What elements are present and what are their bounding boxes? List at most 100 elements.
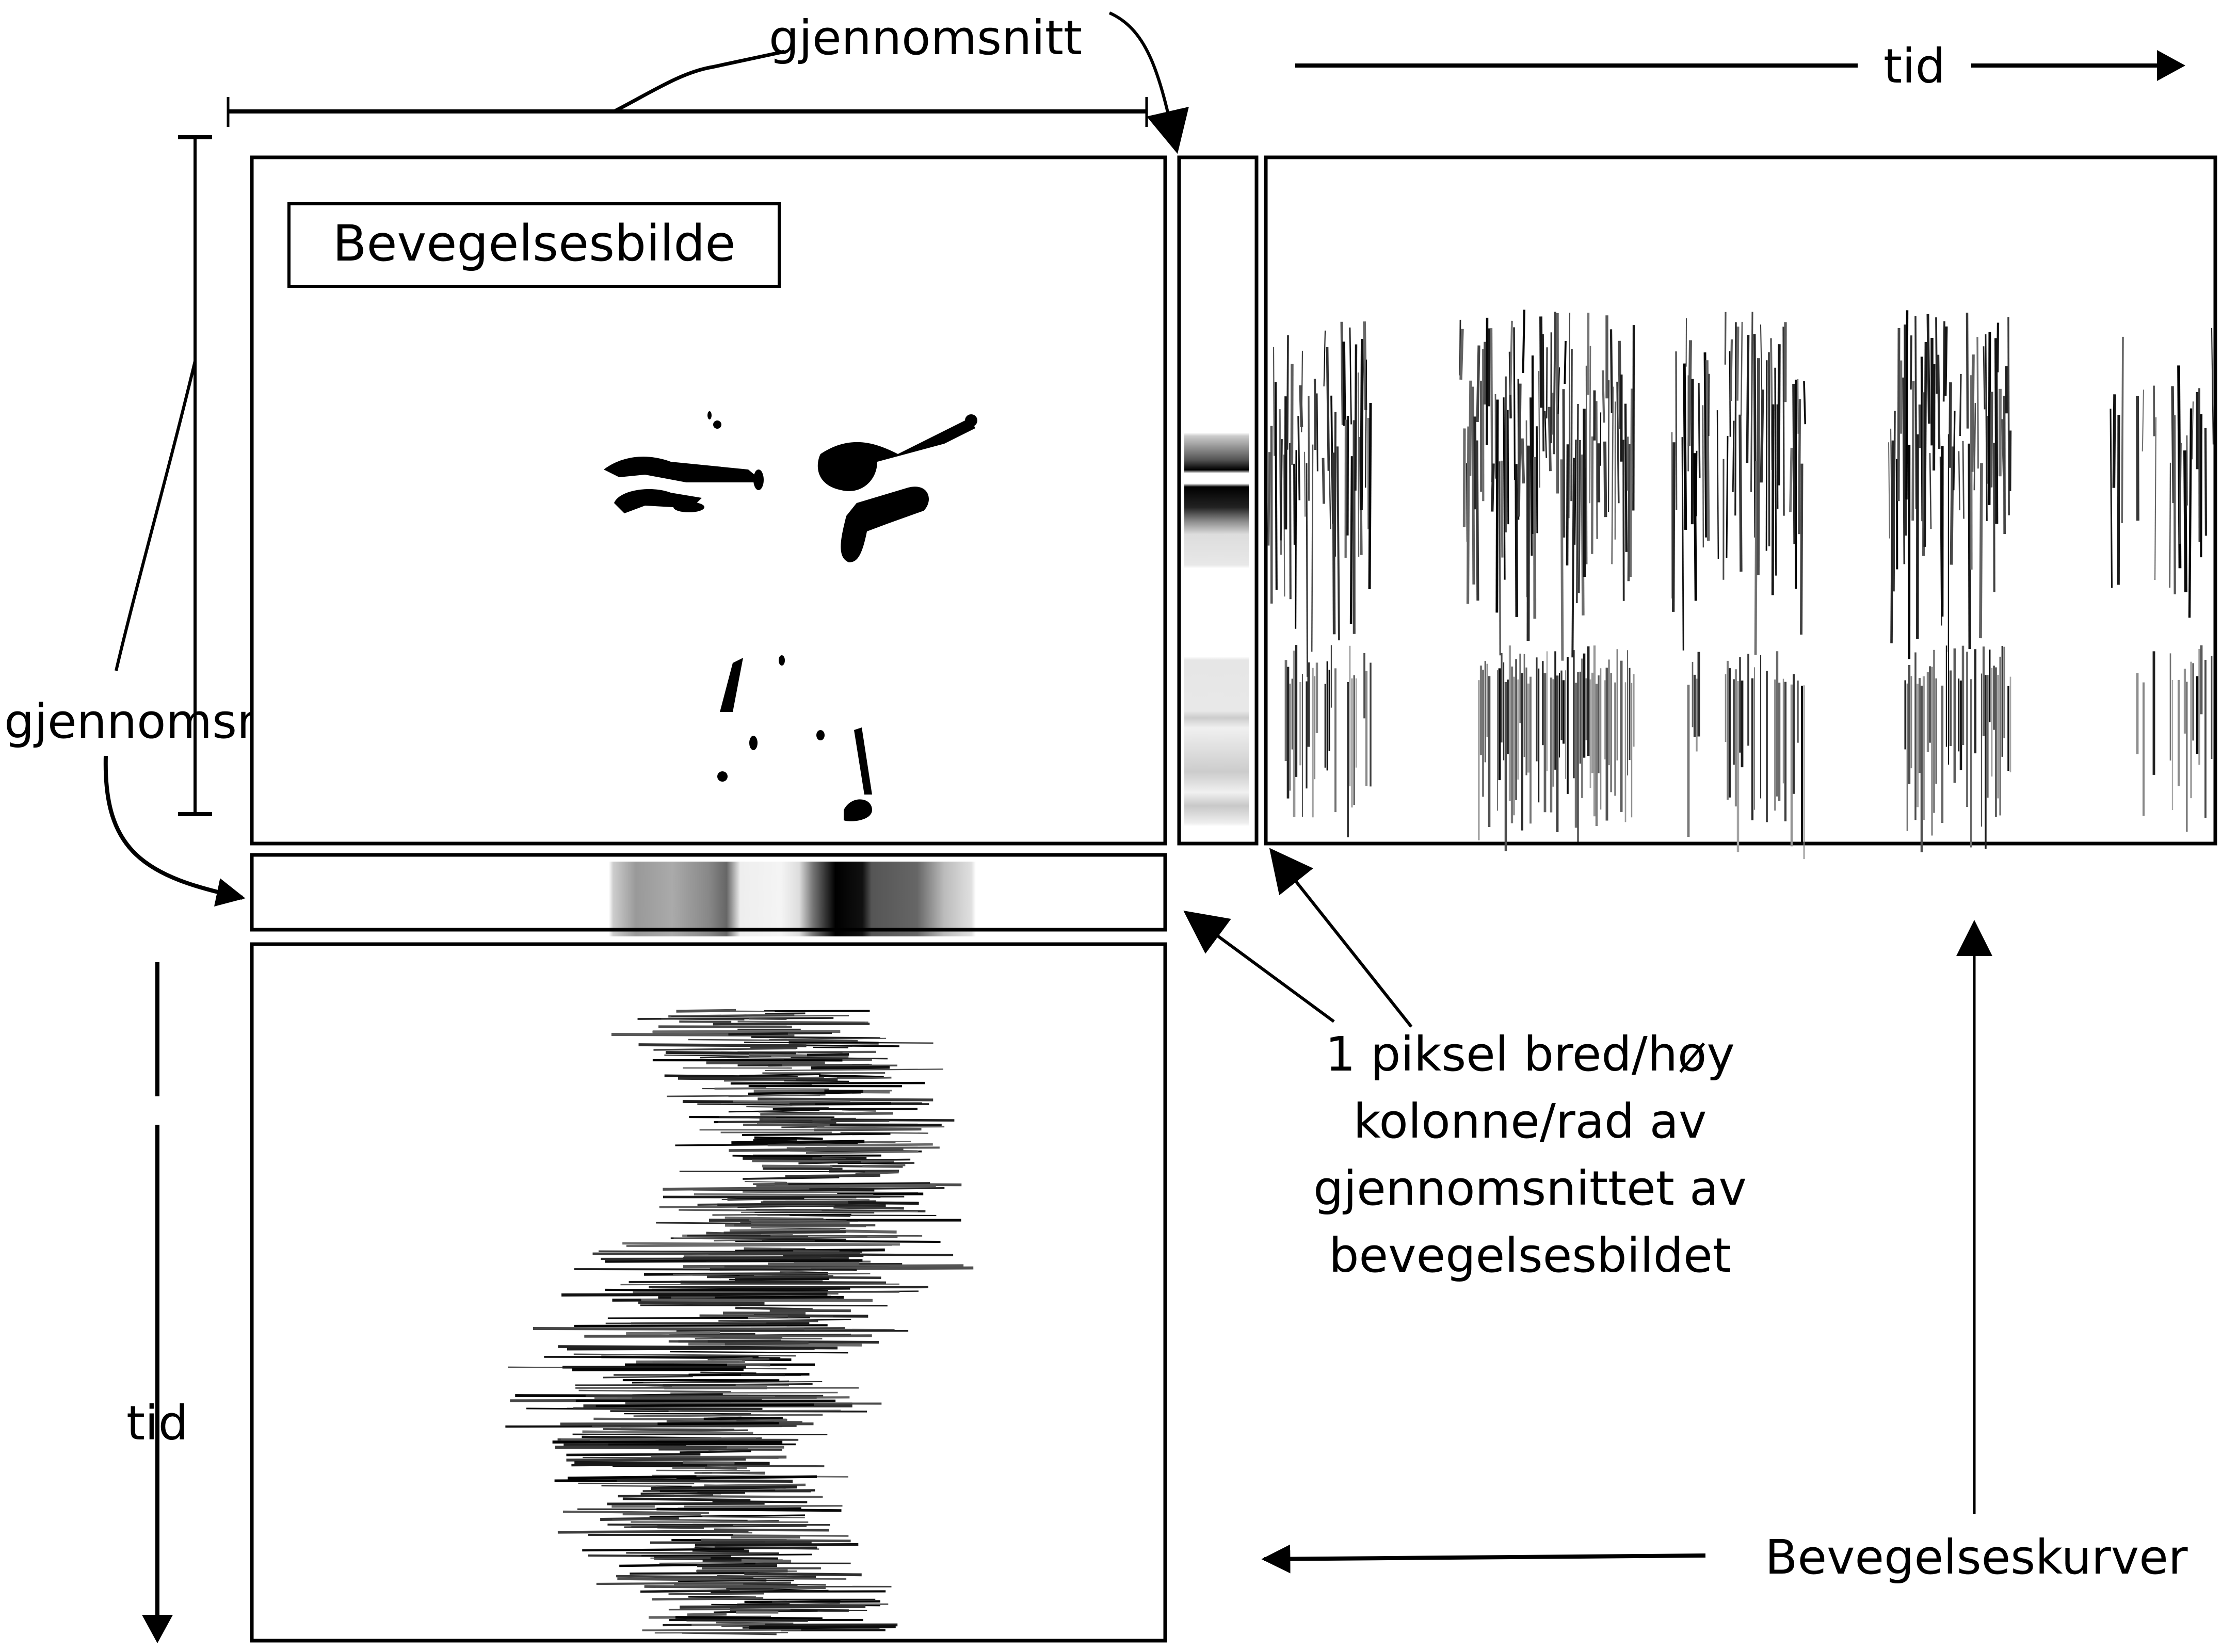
time-label-left: tid [126, 1396, 188, 1451]
motiongram-streak [582, 1548, 745, 1552]
motiongram-streak [1803, 381, 1807, 425]
motiongram-streak [1349, 456, 1354, 624]
motiongram-streak [769, 1038, 887, 1041]
motiongram-streak [748, 1091, 861, 1095]
motiongram-streak [809, 1187, 945, 1190]
motiongram-streak [2192, 401, 2194, 460]
motiongram-streak [2183, 450, 2188, 593]
left-average-bracket [115, 135, 212, 816]
motiongram-streak [1471, 386, 1475, 585]
motiongram-streak [656, 1469, 750, 1471]
motiongram-streak [1716, 410, 1719, 559]
motiongram-streak [712, 1500, 808, 1503]
motiongram-streak [638, 1301, 765, 1305]
time-arrow-horizontal [1295, 50, 2185, 81]
motiongram-streak [1935, 317, 1938, 394]
motiongram-streak [596, 1581, 791, 1585]
motiongram-streak [2211, 328, 2214, 445]
motiongram-streak [1944, 326, 1948, 396]
motiongram-streak [666, 1420, 802, 1423]
motiongram-streak [1468, 380, 1472, 476]
motiongram-streak [1293, 463, 1296, 545]
motiongram-streak [1902, 377, 1906, 564]
motiongram-streak [712, 1472, 765, 1475]
motiongram-streak [806, 1150, 919, 1155]
motiongram-streak [663, 1186, 840, 1191]
motiongram-streak [758, 1097, 933, 1102]
motiongram-streak [626, 1243, 892, 1248]
motiongram-streak [1627, 444, 1631, 581]
motiongram-streak [1950, 446, 1954, 565]
motiongram-streak [1267, 452, 1271, 546]
motiongram-streak [785, 1174, 880, 1178]
motiongram-streak [630, 1572, 758, 1575]
motiongram-streak [1630, 388, 1633, 577]
motiongram-streak [1581, 454, 1585, 616]
motiongram-streak [2110, 409, 2113, 588]
motiongram-streak [700, 1056, 749, 1059]
motiongram-streak [1476, 345, 1480, 423]
motiongram-streak [2007, 317, 2010, 515]
motiongram-streak [805, 1146, 940, 1149]
motiongram-streak [1466, 426, 1470, 604]
motiongram-streak [1521, 438, 1525, 484]
motiongram-streak [1990, 392, 1993, 488]
motiongram-streak [583, 1456, 779, 1459]
motiongram-streak [1765, 360, 1768, 551]
motiongram-streak [1286, 335, 1289, 450]
motiongram-streak [1985, 334, 1988, 521]
motiongram-streak [2136, 396, 2139, 521]
motiongram-streak [653, 1047, 796, 1051]
motiongram-streak [1904, 325, 1907, 536]
motiongram-streak [1571, 458, 1575, 658]
motiongram-streak [1687, 340, 1692, 447]
motiongram-streak [641, 1553, 812, 1557]
motiongram-streak [765, 1012, 806, 1015]
motiongram-streak [592, 1252, 860, 1255]
motiongram-streak [765, 1068, 943, 1072]
motiongram-streak [716, 1541, 765, 1544]
motiongram-streak [1475, 440, 1479, 601]
motiongram-streak [724, 1217, 824, 1220]
motiongram-streak [703, 1417, 783, 1420]
motiongram-streak [1322, 458, 1326, 504]
motiongram-streak [1729, 339, 1733, 401]
motiongram-streak [1782, 327, 1785, 516]
motiongram-streak [811, 1065, 890, 1070]
motiongram-streak [1553, 312, 1556, 455]
motiongram-streak [1529, 397, 1533, 556]
left-average-curve-arrow [103, 755, 246, 907]
motiongram-streak [657, 1422, 779, 1426]
top-average-label: gjennomsnitt [769, 10, 1082, 66]
motiongram-streak [644, 1585, 826, 1590]
arrow-to-horizontal-strip [1183, 911, 1335, 1023]
motiongram-streak [743, 1583, 826, 1586]
motiongram-streak [675, 1616, 823, 1621]
motiongram-streak [1566, 444, 1569, 566]
motiongram-streak [1368, 402, 1372, 589]
motiongram-streak [1332, 452, 1336, 635]
motiongram-streak [640, 1492, 746, 1495]
motiongram-streak [1357, 372, 1360, 557]
pixel-note: 1 piksel bred/høy kolonne/rad av gjennom… [1313, 1027, 1747, 1283]
motiongram-streak [769, 1309, 851, 1313]
motiongram-streak [1306, 463, 1309, 677]
motiongram-streak [1973, 403, 1976, 491]
motiongram-streak [719, 1116, 777, 1119]
motiongram-streak [735, 1306, 813, 1311]
motiongram-streak [1301, 350, 1303, 432]
motiongram-streak [607, 1502, 765, 1505]
motiongram-streak [1490, 328, 1493, 482]
motiongram-streak [1611, 386, 1614, 564]
motiongram-streak [731, 1140, 865, 1144]
motiongram-streak [1342, 342, 1346, 426]
motiongram-streak [592, 1424, 797, 1428]
motiongram-streak [1970, 354, 1975, 472]
motiongram-streak [649, 1514, 806, 1518]
motiongram-streak [702, 1516, 805, 1518]
pixel-note-line-4: bevegelsesbildet [1329, 1228, 1731, 1283]
motiongram-streak [664, 1074, 798, 1079]
pixel-note-line-3: gjennomsnittet av [1313, 1161, 1747, 1216]
motiongram-streak [1798, 399, 1801, 535]
